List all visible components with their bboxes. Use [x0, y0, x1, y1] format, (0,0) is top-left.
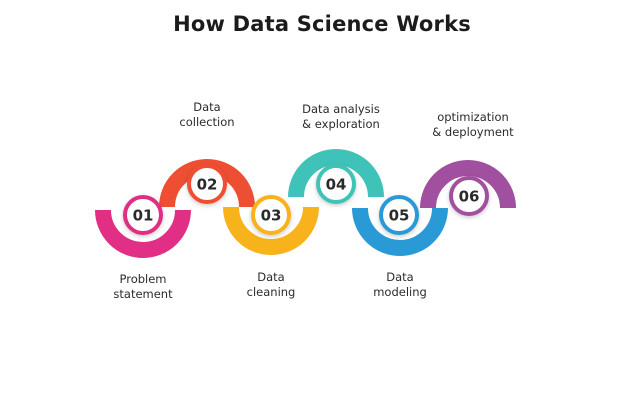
step-02-label: Data collection — [179, 100, 235, 129]
step-05-badge: 05 — [379, 195, 419, 235]
step-01-badge: 01 — [123, 195, 163, 235]
step-06-arc — [420, 160, 516, 209]
step-01-label: Problem statement — [113, 272, 173, 301]
step-01-arc — [95, 209, 191, 258]
step-02-badge: 02 — [187, 164, 227, 204]
step-04-badge: 04 — [316, 164, 356, 204]
step-05-arc — [352, 207, 448, 256]
step-02-number: 02 — [197, 176, 218, 194]
step-01-number: 01 — [133, 207, 154, 225]
step-06-badge: 06 — [449, 176, 489, 216]
step-05-number: 05 — [389, 207, 410, 225]
step-03-arc — [223, 206, 319, 255]
step-04-arc — [288, 149, 384, 198]
page-title: How Data Science Works — [173, 12, 471, 36]
step-05-label: Data modeling — [373, 270, 427, 299]
step-03-label: Data cleaning — [246, 270, 296, 299]
step-06-number: 06 — [459, 188, 480, 206]
step-03-badge: 03 — [251, 195, 291, 235]
step-04-number: 04 — [326, 176, 347, 194]
step-03-number: 03 — [261, 207, 282, 225]
step-06-label: optimization & deployment — [432, 110, 514, 139]
step-04-label: Data analysis & exploration — [302, 102, 380, 131]
